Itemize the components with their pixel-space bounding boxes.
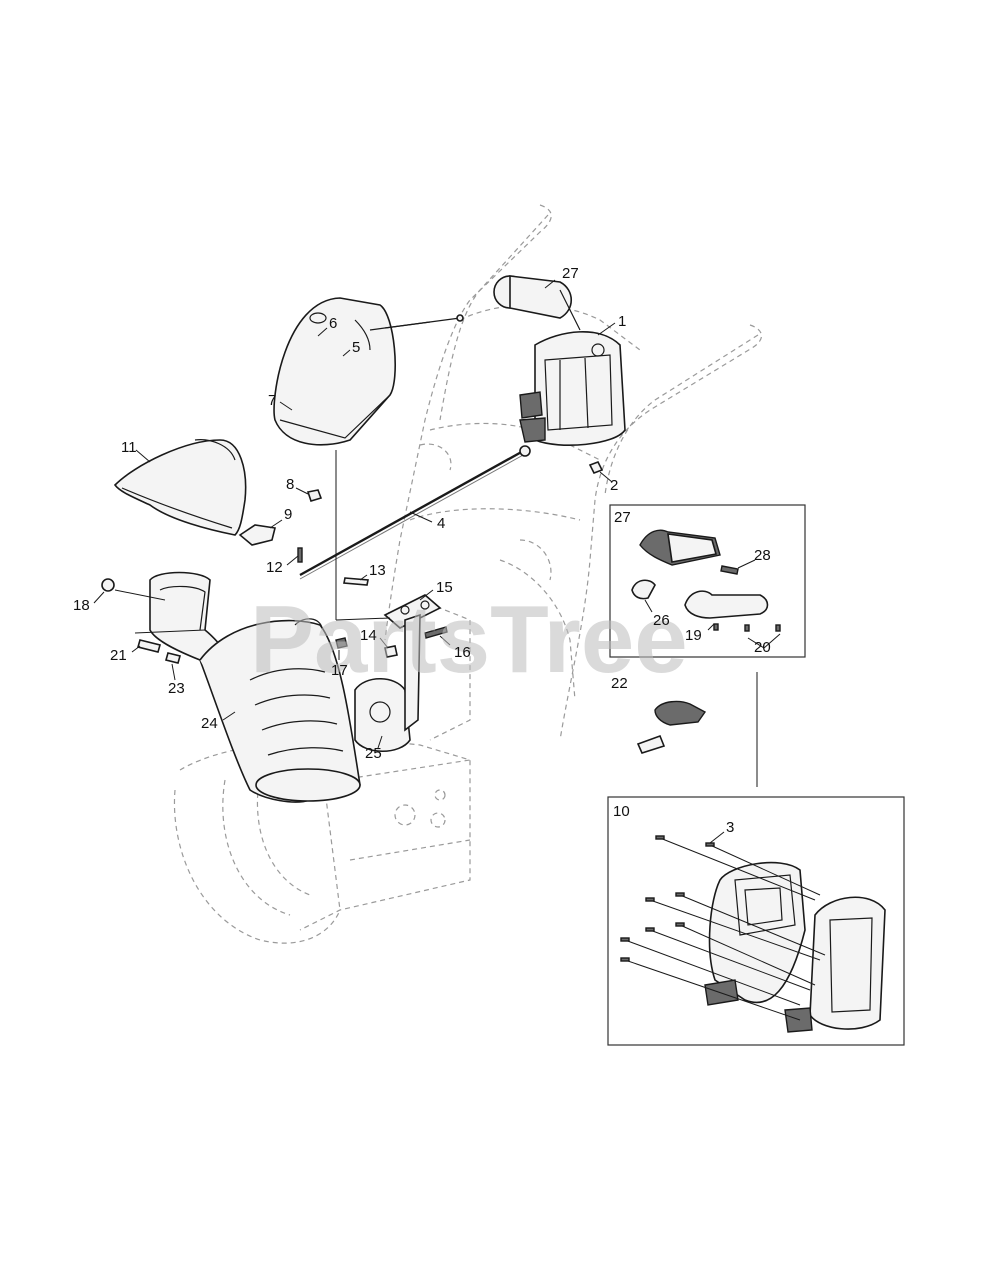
callout-12: 12 xyxy=(266,559,283,576)
callout-28: 28 xyxy=(754,547,771,564)
watermark-text: PartsTree xyxy=(250,586,688,693)
part-7-cover xyxy=(273,297,464,446)
callout-27: 27 xyxy=(562,265,579,282)
part-4-rod xyxy=(299,445,531,580)
callout-5: 5 xyxy=(352,339,360,356)
part-16-bolt xyxy=(424,626,448,639)
part-23-bolt xyxy=(165,652,181,664)
part-25-gearbox xyxy=(354,613,421,752)
callout-20: 20 xyxy=(754,639,771,656)
callout-16: 16 xyxy=(454,644,471,661)
part-1-control-housing xyxy=(519,331,626,446)
inset-box-27 xyxy=(609,504,806,658)
part-14-nut xyxy=(384,645,398,658)
callout-27-inset: 27 xyxy=(614,509,631,526)
callout-3: 3 xyxy=(726,819,734,836)
callout-1: 1 xyxy=(618,313,626,330)
callout-22: 22 xyxy=(611,675,628,692)
part-8-nut xyxy=(306,489,323,502)
callout-9: 9 xyxy=(284,506,292,523)
part-17-nut xyxy=(335,637,348,649)
callout-4: 4 xyxy=(437,515,445,532)
callout-18: 18 xyxy=(73,597,90,614)
callout-labels: 1 2 3 4 5 6 7 8 9 10 11 12 13 14 15 16 1… xyxy=(73,265,771,836)
inset-box-10 xyxy=(607,796,905,1046)
callout-24: 24 xyxy=(201,715,218,732)
callout-6: 6 xyxy=(329,315,337,332)
part-22-lever xyxy=(636,700,707,754)
callout-17: 17 xyxy=(331,662,348,679)
callout-26: 26 xyxy=(653,612,670,629)
snowblower-frame-outline xyxy=(173,204,763,944)
callout-2: 2 xyxy=(610,477,618,494)
callout-leaders xyxy=(93,279,781,844)
part-21-bolt xyxy=(137,639,161,653)
part-18-nut xyxy=(101,578,115,592)
part-11-deflector xyxy=(113,439,247,536)
assembly-lines xyxy=(114,450,391,634)
callout-15: 15 xyxy=(436,579,453,596)
callout-23: 23 xyxy=(168,680,185,697)
part-12-pin xyxy=(297,547,303,563)
part-13-pin xyxy=(343,577,369,586)
callout-25: 25 xyxy=(365,745,382,762)
part-27-handle xyxy=(493,275,581,331)
part-24-chute xyxy=(149,571,361,803)
part-2-nut xyxy=(588,460,604,475)
callout-7: 7 xyxy=(268,392,276,409)
part-9-bracket xyxy=(238,524,276,546)
callout-11: 11 xyxy=(121,439,137,456)
callout-21: 21 xyxy=(110,647,127,664)
part-15-plate xyxy=(383,594,442,629)
callout-14: 14 xyxy=(360,627,377,644)
callout-13: 13 xyxy=(369,562,386,579)
callout-19: 19 xyxy=(685,627,702,644)
callout-8: 8 xyxy=(286,476,294,493)
callout-10: 10 xyxy=(613,803,630,820)
